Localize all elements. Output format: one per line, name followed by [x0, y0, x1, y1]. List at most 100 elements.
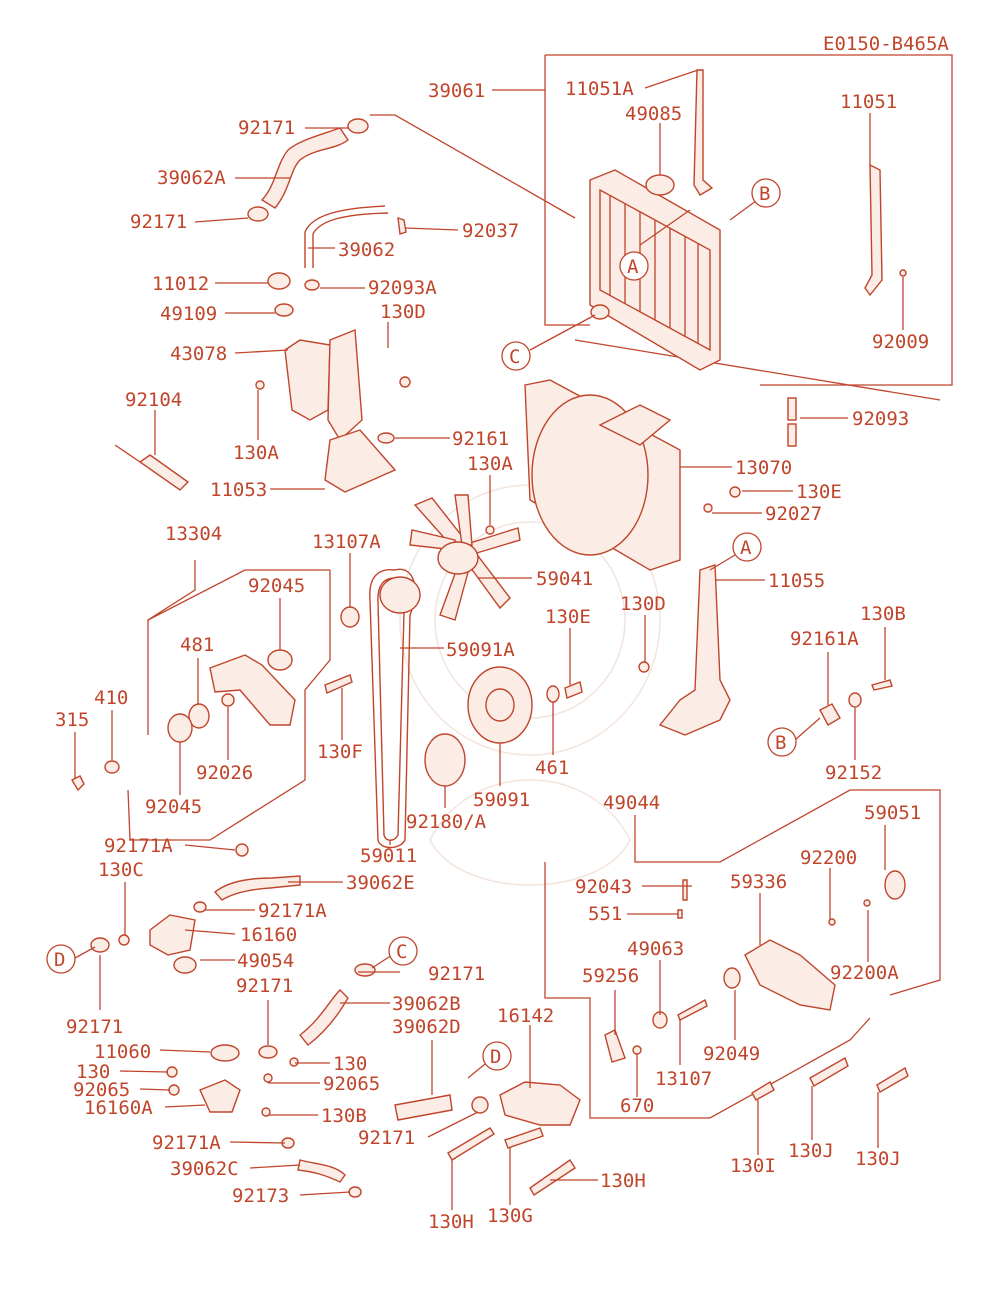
- callout-letter: A: [627, 256, 639, 278]
- part-number: 92171: [130, 211, 187, 233]
- part-number: 59256: [582, 965, 639, 987]
- callout-letter: C: [509, 346, 520, 368]
- part-number: 11051: [840, 91, 897, 113]
- part-number: 49063: [627, 938, 684, 960]
- part-number: 315: [55, 709, 89, 731]
- part-number: 49085: [625, 103, 682, 125]
- part-number: 16142: [497, 1005, 554, 1027]
- part-number: 92037: [462, 220, 519, 242]
- leader-lines: [74, 69, 904, 1210]
- part-number: 49044: [603, 792, 660, 814]
- part-number: 130E: [545, 606, 591, 628]
- group-lines: [127, 54, 953, 1119]
- part-number: 92171A: [104, 835, 173, 857]
- part-number: 130C: [98, 859, 144, 881]
- part-number: 49054: [237, 950, 294, 972]
- part-number: 92161A: [790, 628, 859, 650]
- part-number: 130G: [487, 1205, 533, 1227]
- sealant-tube: [114, 444, 190, 491]
- part-number: 130D: [380, 301, 426, 323]
- callout-letter: B: [775, 732, 786, 754]
- part-number: 39062B: [392, 993, 461, 1015]
- cooling-fan: [409, 494, 521, 621]
- fan-pulley: [424, 666, 583, 787]
- part-number: 92200: [800, 847, 857, 869]
- rubber-mount: [819, 679, 893, 726]
- part-number: 92171A: [152, 1132, 221, 1154]
- gear-housing: [744, 870, 906, 1011]
- part-number: 130D: [620, 593, 666, 615]
- part-number: 92161: [452, 428, 509, 450]
- part-number: 92065: [73, 1079, 130, 1101]
- callout-letter: B: [759, 183, 770, 205]
- callout-letter: D: [490, 1046, 501, 1068]
- fan-shroud: [524, 379, 741, 571]
- part-number: 481: [180, 634, 214, 656]
- part-number: 92093: [852, 408, 909, 430]
- part-number: 410: [94, 687, 128, 709]
- part-number: 92200A: [830, 962, 899, 984]
- part-number: 59051: [864, 802, 921, 824]
- part-number: 92104: [125, 389, 182, 411]
- part-number: 92171: [66, 1016, 123, 1038]
- part-number: 92026: [196, 762, 253, 784]
- part-number: 13070: [735, 457, 792, 479]
- part-number: 130J: [788, 1140, 834, 1162]
- thermostat-housing: [90, 843, 301, 1117]
- part-number: 11053: [210, 479, 267, 501]
- part-number: 92045: [145, 796, 202, 818]
- bypass-hoses: [258, 963, 489, 1198]
- labels: E0150-B465A 39061 11051A 49085 11051 921…: [55, 33, 949, 1233]
- part-number: 130I: [730, 1155, 776, 1177]
- part-number: 59091: [473, 789, 530, 811]
- callouts: B A C A B C D D: [46, 178, 797, 1071]
- part-number: 92043: [575, 876, 632, 898]
- part-number: 39062A: [157, 167, 226, 189]
- part-number: 11012: [152, 273, 209, 295]
- reservoir-tank: [255, 272, 411, 493]
- bracket-11055: [638, 564, 731, 736]
- part-number: 11055: [768, 570, 825, 592]
- part-number: 92152: [825, 762, 882, 784]
- part-number: 92027: [765, 503, 822, 525]
- part-number: 16160: [240, 924, 297, 946]
- part-number: 92171: [236, 975, 293, 997]
- part-number: 92093A: [368, 277, 437, 299]
- part-number: 92045: [248, 575, 305, 597]
- part-number: 92180/A: [406, 811, 487, 833]
- part-number: 130: [76, 1061, 110, 1083]
- part-number: 130E: [796, 481, 842, 503]
- bolts: [447, 1056, 909, 1196]
- part-number: 461: [535, 757, 569, 779]
- part-number: 130H: [600, 1170, 646, 1192]
- part-number: 59041: [536, 568, 593, 590]
- part-number: 59011: [360, 845, 417, 867]
- radiator: [589, 169, 721, 371]
- part-number: 11051A: [565, 78, 634, 100]
- callout-letter: D: [54, 949, 65, 971]
- part-number: 130: [333, 1053, 367, 1075]
- part-number: 11060: [94, 1041, 151, 1063]
- tension-pulley: [71, 606, 360, 792]
- overflow-hose: [304, 205, 407, 268]
- callout-letter: C: [396, 941, 407, 963]
- part-number: 130A: [233, 442, 279, 464]
- part-number: 670: [620, 1095, 654, 1117]
- part-number: 13107A: [312, 531, 381, 553]
- part-number: 39062D: [392, 1016, 461, 1038]
- part-number: 92065: [323, 1073, 380, 1095]
- part-number: 130B: [321, 1105, 367, 1127]
- part-number: 13107: [655, 1068, 712, 1090]
- part-number: 130J: [855, 1148, 901, 1170]
- part-number: 92171: [358, 1127, 415, 1149]
- part-number: 551: [588, 903, 622, 925]
- part-number: 130H: [428, 1211, 474, 1233]
- part-number: 39062E: [346, 872, 415, 894]
- part-number: 92171: [428, 963, 485, 985]
- stay-rods: [693, 69, 907, 297]
- part-number: 130F: [317, 741, 363, 763]
- rubber-pads: [787, 397, 797, 447]
- part-number: 59091A: [446, 639, 515, 661]
- part-number: 92171A: [258, 900, 327, 922]
